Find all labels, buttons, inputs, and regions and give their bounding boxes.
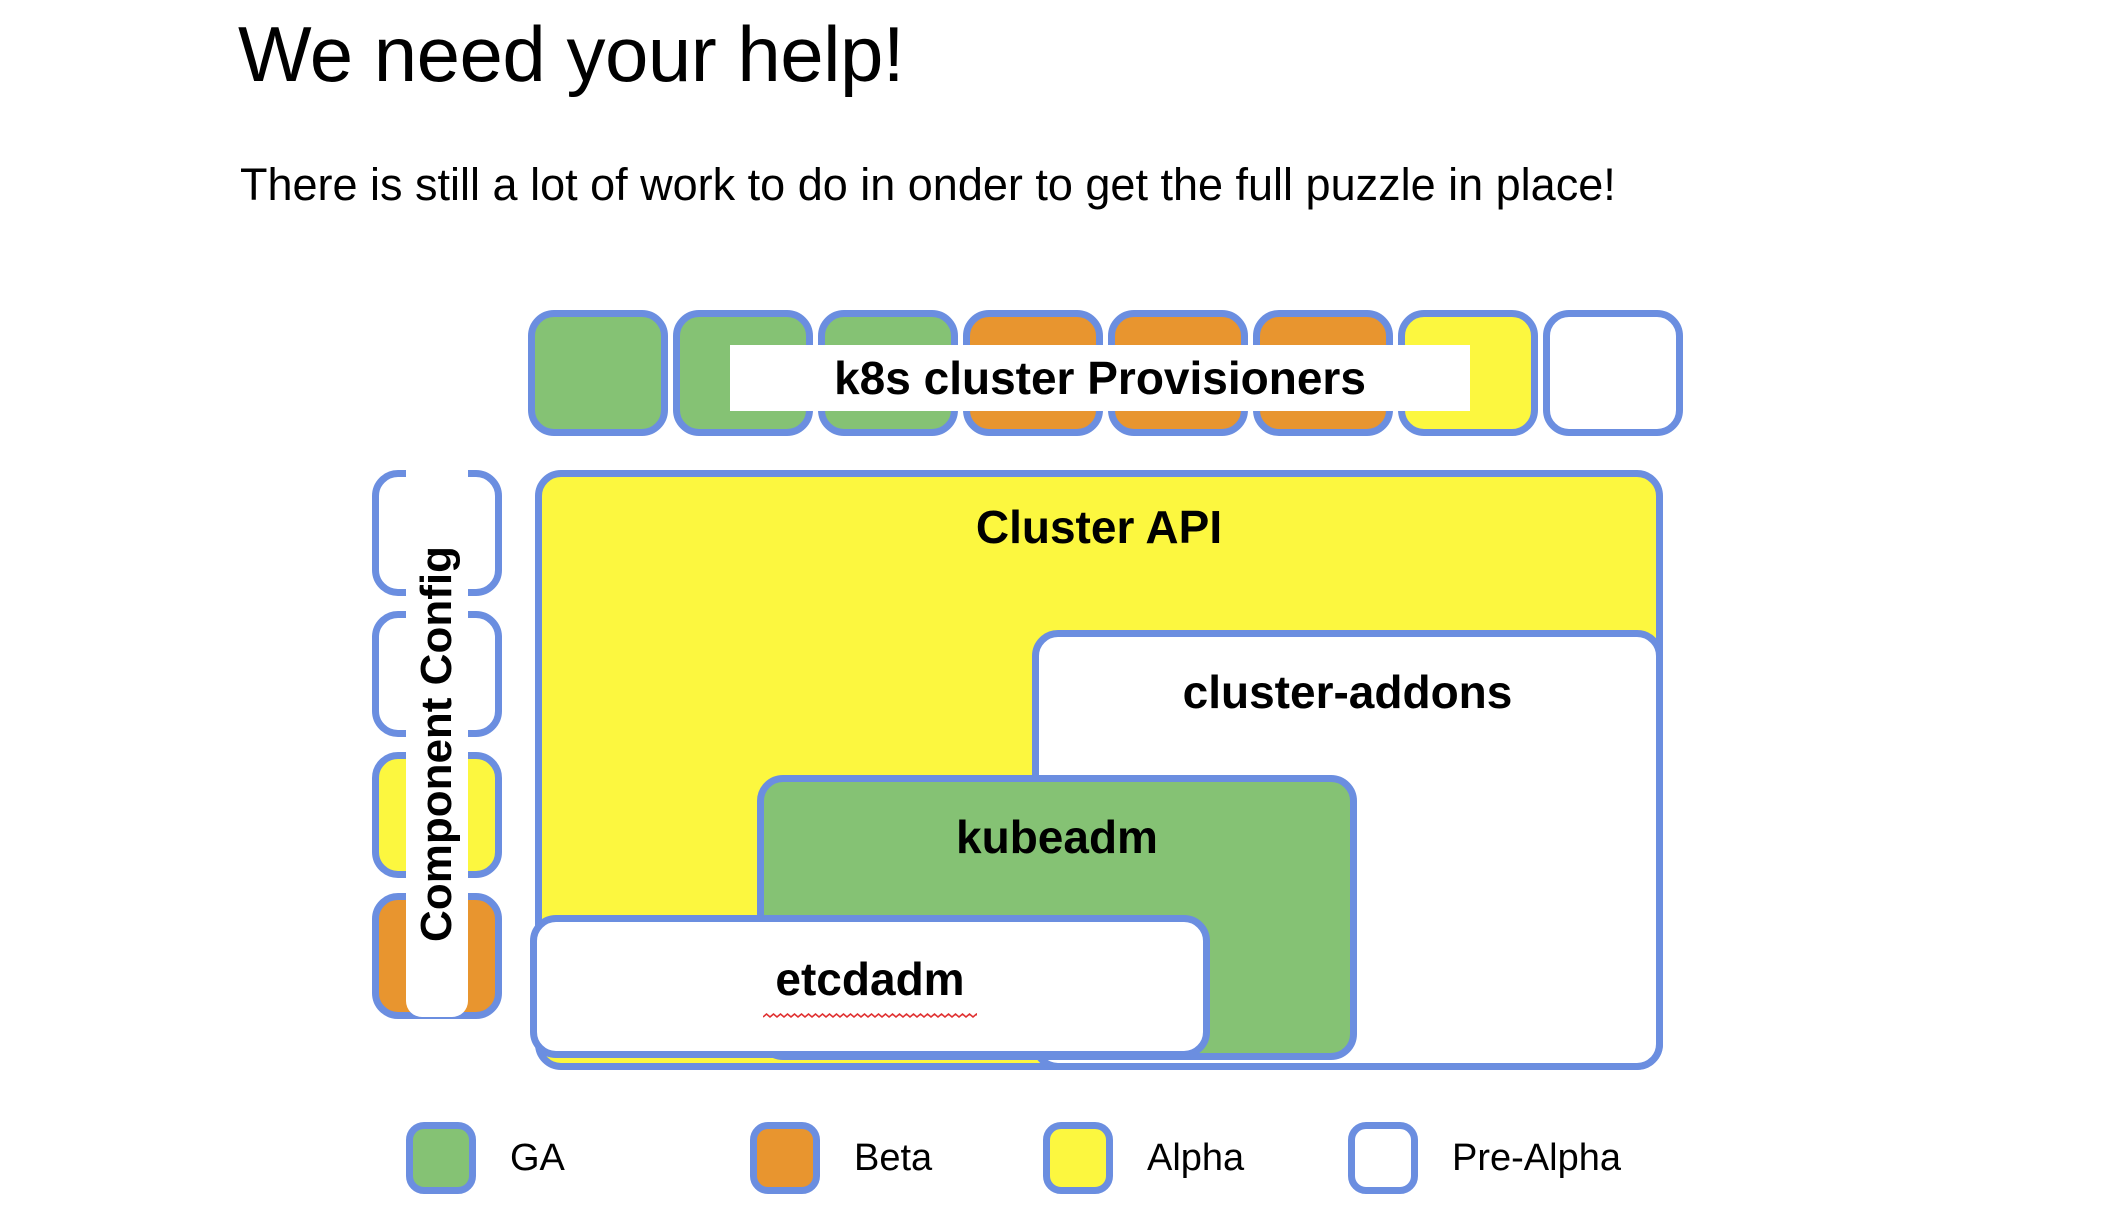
etcdadm-box[interactable]: [530, 915, 1210, 1058]
legend-swatch-pre-alpha: [1348, 1122, 1418, 1194]
provisioner-row-label: k8s cluster Provisioners: [730, 345, 1470, 411]
page-subtitle: There is still a lot of work to do in on…: [240, 159, 1616, 210]
legend-item-alpha: Alpha: [1043, 1118, 1244, 1198]
cluster-addons-label: cluster-addons: [1182, 666, 1513, 718]
component-config-label-band: [406, 470, 468, 1017]
component-config-label-text: Component Config: [412, 545, 462, 942]
legend-label: Alpha: [1147, 1136, 1245, 1179]
legend-label: GA: [510, 1136, 565, 1179]
legend-swatch-alpha: [1043, 1122, 1113, 1194]
legend-item-beta: Beta: [750, 1118, 932, 1198]
page-title: We need your help!: [238, 10, 905, 98]
cluster-api-label: Cluster API: [975, 501, 1223, 553]
legend-label: Beta: [854, 1136, 933, 1179]
spellcheck-squiggle-icon: [763, 1012, 977, 1019]
legend-item-pre-alpha: Pre-Alpha: [1348, 1118, 1621, 1198]
provisioner-tile-8[interactable]: [1543, 310, 1683, 436]
kubeadm-label: kubeadm: [956, 811, 1158, 863]
etcdadm-label: etcdadm: [775, 953, 965, 1005]
legend-swatch-ga: [406, 1122, 476, 1194]
provisioner-tile-1[interactable]: [528, 310, 668, 436]
legend-label: Pre-Alpha: [1452, 1136, 1621, 1179]
component-config-label: Component Config: [406, 470, 468, 1017]
legend: GA Beta Alpha Pre-Alpha: [0, 1118, 2126, 1213]
legend-item-ga: GA: [406, 1118, 565, 1198]
legend-swatch-beta: [750, 1122, 820, 1194]
